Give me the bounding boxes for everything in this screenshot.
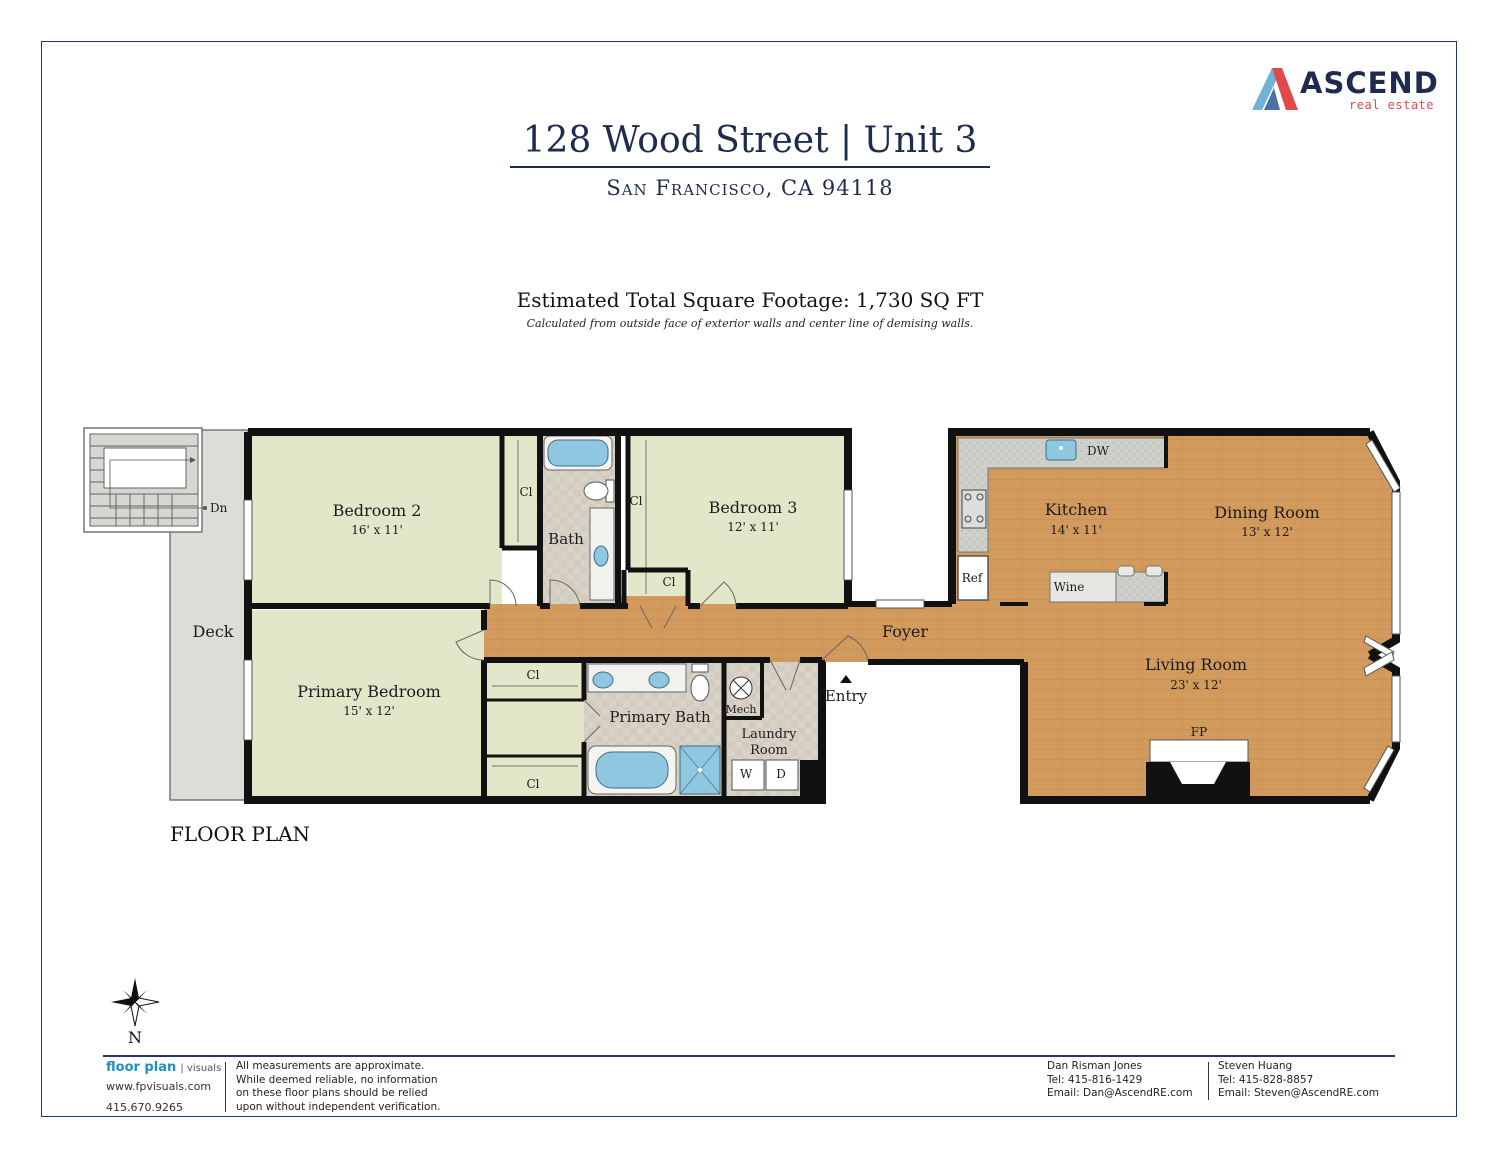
entry-arrow-icon bbox=[840, 675, 852, 683]
label-primary-bedroom: Primary Bedroom bbox=[297, 682, 441, 701]
label-dining-room: Dining Room bbox=[1214, 503, 1319, 522]
washer-dryer-icon bbox=[731, 759, 799, 791]
disclaimer-line: All measurements are approximate. bbox=[236, 1060, 425, 1072]
agent-email: Email: Steven@AscendRE.com bbox=[1218, 1087, 1379, 1099]
primary-closets bbox=[484, 662, 584, 798]
logo-word: ASCEND bbox=[1300, 66, 1439, 100]
square-footage-note: Calculated from outside face of exterior… bbox=[526, 317, 974, 330]
disclaimer-line: on these floor plans should be relied bbox=[236, 1087, 428, 1099]
label-closet: Cl bbox=[662, 575, 675, 589]
disclaimer-line: While deemed reliable, no information bbox=[236, 1073, 438, 1086]
page-subtitle: San Francisco, CA 94118 bbox=[606, 176, 894, 200]
shower-icon bbox=[679, 745, 721, 795]
footer-divider bbox=[225, 1062, 226, 1112]
label-wine: Wine bbox=[1054, 580, 1085, 594]
agent-tel: Tel: 415-816-1429 bbox=[1047, 1073, 1143, 1086]
label-dw: DW bbox=[1087, 444, 1110, 458]
agent-divider bbox=[1208, 1062, 1209, 1100]
label-fp: FP bbox=[1191, 725, 1207, 739]
label-mech: Mech bbox=[725, 703, 756, 716]
label-laundry-line-2: Room bbox=[750, 743, 788, 758]
label-primary-bath: Primary Bath bbox=[609, 708, 711, 726]
label-entry: Entry bbox=[825, 687, 868, 705]
label-washer: W bbox=[740, 767, 753, 781]
fp-visuals-phone: 415.670.9265 bbox=[106, 1101, 183, 1114]
toilet-icon bbox=[583, 479, 615, 503]
label-bedroom-2-dim: 16' x 11' bbox=[351, 523, 403, 537]
label-deck: Deck bbox=[193, 622, 234, 641]
windows bbox=[243, 439, 1401, 793]
label-living-room: Living Room bbox=[1145, 655, 1247, 674]
square-footage: Estimated Total Square Footage: 1,730 SQ… bbox=[516, 288, 984, 312]
label-closet: Cl bbox=[526, 777, 539, 791]
label-closet: Cl bbox=[519, 485, 532, 499]
label-dryer: D bbox=[776, 767, 786, 781]
label-ref: Ref bbox=[962, 571, 984, 585]
fp-visuals-url: www.fpvisuals.com bbox=[106, 1080, 212, 1093]
foyer bbox=[484, 604, 1024, 662]
bedroom-2-closet bbox=[502, 432, 540, 548]
agent-name: Dan Risman Jones bbox=[1047, 1060, 1142, 1072]
primary-tub-icon bbox=[587, 745, 677, 795]
ascend-mark-icon bbox=[1252, 68, 1298, 110]
mech-icon bbox=[729, 676, 753, 700]
logo-sub: real estate bbox=[1349, 98, 1434, 112]
disclaimer: All measurements are approximate. While … bbox=[236, 1060, 440, 1114]
label-closet: Cl bbox=[526, 668, 539, 682]
compass-icon bbox=[111, 978, 160, 1027]
agent-contact: Dan Risman Jones Tel: 415-816-1429 Email… bbox=[1047, 1060, 1193, 1101]
floor-plan-label: FLOOR PLAN bbox=[170, 822, 311, 846]
agent-name: Steven Huang bbox=[1218, 1060, 1293, 1072]
stove-icon bbox=[961, 489, 987, 529]
label-bath: Bath bbox=[548, 530, 584, 548]
page-title: 128 Wood Street | Unit 3 bbox=[522, 120, 978, 161]
brand-light: | visuals bbox=[180, 1063, 222, 1074]
title-rule bbox=[510, 166, 990, 168]
agent-email: Email: Dan@AscendRE.com bbox=[1047, 1087, 1193, 1099]
stool-icon bbox=[1117, 565, 1163, 577]
label-foyer: Foyer bbox=[882, 622, 928, 641]
brand-bold: floor plan bbox=[106, 1060, 177, 1075]
page-frame bbox=[41, 41, 1457, 1117]
label-dn: Dn bbox=[210, 501, 228, 515]
label-primary-bedroom-dim: 15' x 12' bbox=[343, 704, 395, 718]
label-bedroom-2: Bedroom 2 bbox=[333, 501, 422, 520]
label-living-room-dim: 23' x 12' bbox=[1170, 678, 1222, 692]
kitchen-dining-living bbox=[952, 432, 1396, 798]
compass-north-label: N bbox=[128, 1028, 142, 1047]
label-kitchen: Kitchen bbox=[1045, 500, 1108, 519]
bedroom-3 bbox=[628, 432, 846, 604]
label-bedroom-3: Bedroom 3 bbox=[709, 498, 798, 517]
kitchen-counters bbox=[957, 437, 1167, 603]
double-vanity-icon bbox=[587, 663, 710, 702]
fireplace-icon bbox=[1146, 739, 1250, 798]
ascend-logo: ASCEND real estate bbox=[1250, 66, 1440, 114]
disclaimer-line: upon without independent verification. bbox=[236, 1100, 441, 1113]
label-kitchen-dim: 14' x 11' bbox=[1050, 523, 1102, 537]
label-laundry-line-1: Laundry bbox=[741, 727, 797, 742]
fp-visuals-brand: floor plan | visuals bbox=[106, 1060, 221, 1075]
primary-bedroom bbox=[252, 610, 484, 798]
doors bbox=[455, 579, 869, 743]
agent-contact: Steven Huang Tel: 415-828-8857 Email: St… bbox=[1218, 1060, 1379, 1101]
deck bbox=[83, 427, 249, 801]
footer-rule bbox=[103, 1055, 1395, 1057]
bathtub-icon bbox=[543, 435, 613, 471]
label-closet: Cl bbox=[629, 494, 642, 508]
sink-icon bbox=[1045, 439, 1077, 461]
label-dining-room-dim: 13' x 12' bbox=[1241, 525, 1293, 539]
label-bedroom-3-dim: 12' x 11' bbox=[727, 520, 779, 534]
vanity-icon bbox=[589, 507, 615, 601]
bedroom-2 bbox=[252, 432, 502, 604]
stairs-icon bbox=[89, 433, 199, 527]
agent-tel: Tel: 415-828-8857 bbox=[1218, 1073, 1314, 1086]
